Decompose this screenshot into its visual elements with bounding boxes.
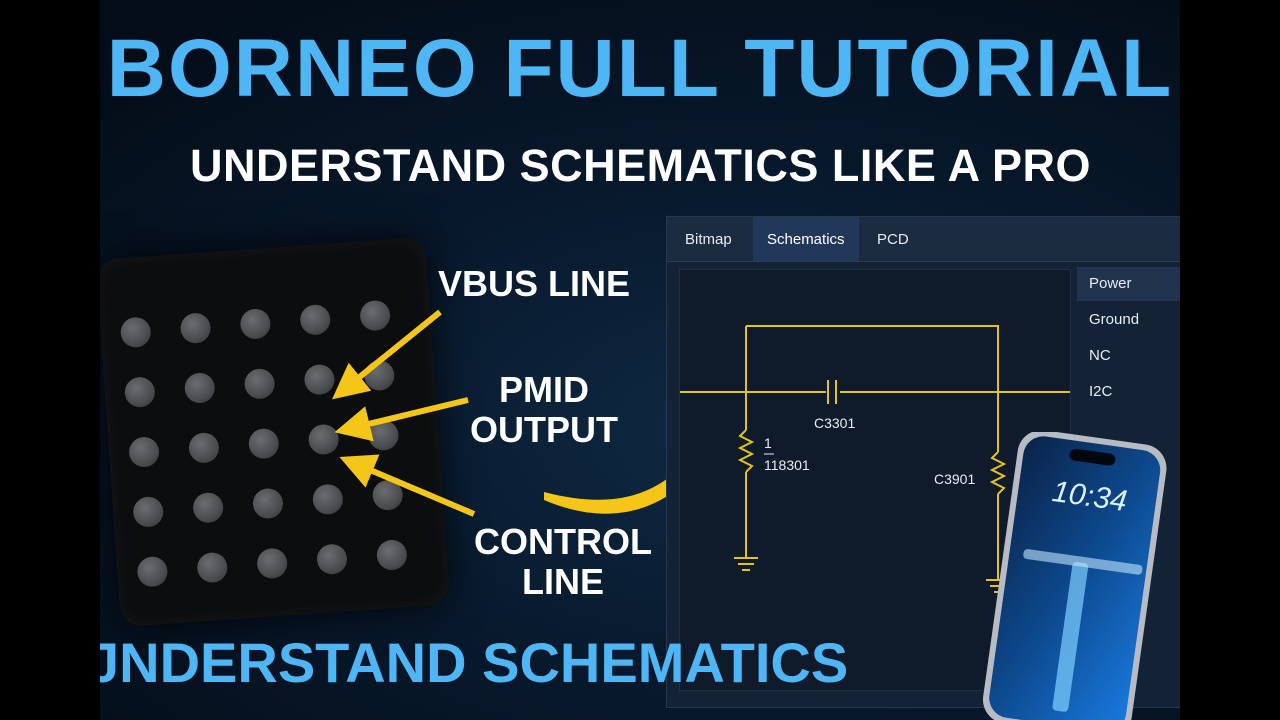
tab-bar: Bitmap Schematics PCD <box>667 217 1180 262</box>
net-sidebar: Power Ground NC I2C 2.1V 0.12V <box>1077 267 1180 708</box>
iphone-image: 10:34 <box>980 430 1170 720</box>
tab-bitmap[interactable]: Bitmap <box>685 231 732 248</box>
subtitle: UNDERSTAND SCHEMATICS LIKE A PRO <box>190 140 1092 191</box>
resistor1-value: 1 <box>764 435 772 451</box>
resistor-2 <box>989 451 1007 495</box>
callout-vbus: VBUS LINE <box>438 263 631 304</box>
callout-control-line2: LINE <box>521 561 604 602</box>
capacitor-label: C3301 <box>814 415 855 431</box>
main-title: BORNEO FULL TUTORIAL <box>106 23 1174 114</box>
schematic-drawing: C3301 1 118301 C3901 <box>680 325 1070 593</box>
pmid-arrow <box>334 397 469 442</box>
resistor1-label: 118301 <box>764 457 810 473</box>
tab-pcd[interactable]: PCD <box>877 231 909 248</box>
callout-control-line1: CONTROL <box>474 521 652 562</box>
thumbnail: BORNEO FULL TUTORIAL UNDERSTAND SCHEMATI… <box>100 0 1180 720</box>
resistor2-label: C3901 <box>934 471 975 487</box>
sidebar-item-i2c[interactable]: I2C <box>1089 383 1113 400</box>
control-arrow <box>339 454 476 517</box>
sidebar-item-nc[interactable]: NC <box>1089 347 1111 364</box>
letterbox-left <box>0 0 100 720</box>
top-wire <box>746 325 999 408</box>
sidebar-item-ground[interactable]: Ground <box>1089 311 1140 328</box>
callout-pmid-line2: OUTPUT <box>470 409 618 450</box>
resistor-1 <box>737 429 755 473</box>
vbus-arrow <box>332 309 442 400</box>
callout-pmid: PMID OUTPUT <box>470 370 618 450</box>
callout-pmid-line1: PMID <box>499 369 589 410</box>
sidebar-item-power[interactable]: Power <box>1077 267 1180 301</box>
tab-schematics[interactable]: Schematics <box>753 217 859 261</box>
phone-graphic <box>982 430 1167 720</box>
letterbox-right <box>1180 0 1280 720</box>
callout-control: CONTROL LINE <box>474 522 652 602</box>
bottom-title: JNDERSTAND SCHEMATICS <box>100 631 849 694</box>
